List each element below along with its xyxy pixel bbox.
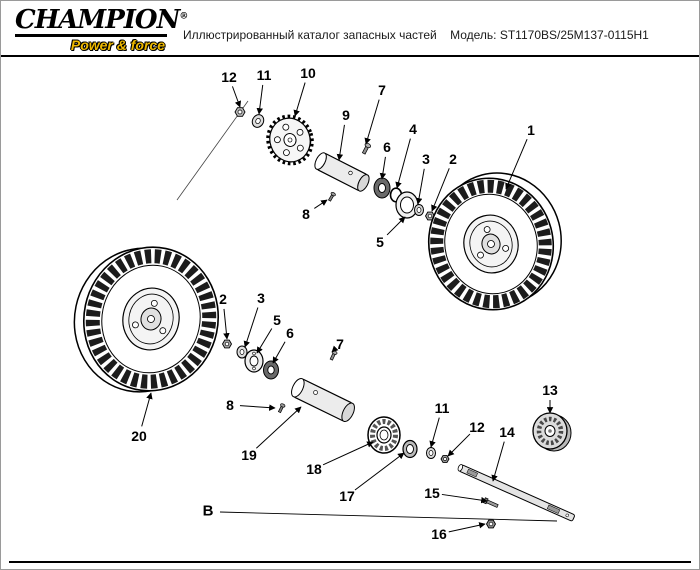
brand-logo: CHAMPION® Power & force [1,1,188,55]
callout-number: 19 [241,447,257,463]
callout-number: 13 [542,382,558,398]
callout-leader [354,452,405,491]
callout-number: 7 [336,336,344,352]
spacer-ring [414,204,424,216]
callout-leader [256,84,264,115]
page-title: Иллюстрированный каталог запасных частей… [183,1,699,55]
callout-number: 14 [499,424,515,440]
lock-bolt [277,403,286,414]
callout-number: 16 [431,526,447,542]
callout-leader [243,307,259,348]
axle-tube-upper [314,152,370,192]
catalog-title: Иллюстрированный каталог запасных частей [183,28,437,42]
upper-axle-assembly [234,107,436,221]
callout-leader [239,404,276,411]
callout-leader [331,345,339,353]
header: CHAMPION® Power & force Иллюстрированный… [1,1,699,57]
footer-rule [9,561,691,563]
callout-leader [322,441,374,466]
callout-leader [386,216,406,236]
callout-number: 2 [219,291,227,307]
callout-leader [429,417,440,448]
callout-number: 18 [306,461,322,477]
lower-axle-assembly [221,339,575,529]
callout-number: 15 [424,485,440,501]
callout-leader [314,199,328,209]
washer [251,114,265,128]
callout-leader [272,341,286,364]
callout-number: 7 [378,82,386,98]
callout-number: 11 [435,400,450,416]
callout-leader [256,328,273,354]
callout-number: 5 [376,234,384,250]
brand-name: CHAMPION® [15,7,188,37]
callout-number: 3 [257,290,265,306]
callout-number: 12 [221,69,237,85]
bearing [373,177,391,199]
callout-number: 11 [257,67,272,83]
callout-number: 4 [409,121,417,137]
axle-tube-lower [291,377,355,423]
callout-leader [379,156,387,180]
callout-leader [256,406,302,449]
flange [244,349,264,373]
drive-sprocket [266,114,314,166]
lock-bolt [327,191,336,202]
callout-number: 17 [339,488,355,504]
shear-bolt [482,497,499,508]
callout-leader [395,138,411,189]
axle-shaft [457,464,575,522]
callout-number: 6 [286,325,294,341]
callout-leader [431,168,450,212]
callout-number: 20 [131,428,147,444]
registered-mark-icon: ® [179,11,188,22]
callout-leader [448,522,486,533]
callout-leader [231,86,242,108]
lock-nut [485,519,497,529]
hex-nut [440,455,450,463]
callout-number: 1 [527,122,535,138]
callout-leader [364,99,380,145]
callout-number: 6 [383,139,391,155]
washer [236,345,248,359]
callout-number: 2 [449,151,457,167]
callout-leader [336,124,345,161]
bearing [263,360,279,380]
washer [426,447,436,459]
brand-tagline: Power & force [70,37,165,53]
collar-ring [402,439,418,459]
callout-number: 9 [342,107,350,123]
callout-leader [441,493,488,504]
callout-number: 10 [300,65,316,81]
callout-leader [293,82,306,117]
callout-leader [223,308,230,340]
callout-number: 8 [302,206,310,222]
brand-wordmark: CHAMPION [15,5,180,35]
callout-leader [491,441,505,482]
large-washer [395,191,419,219]
assembly-ref-line [219,511,558,522]
axis-line-upper [176,100,249,201]
wheel-hub [532,412,572,452]
callout-leader [505,139,528,190]
callout-number: 5 [273,312,281,328]
callout-leader [447,433,471,457]
model-number: Модель: ST1170BS/25M137-0115H1 [450,28,649,42]
grease-bolt [361,142,371,155]
callout-leader [141,392,153,427]
assembly-ref-label: B [203,503,214,520]
callout-number: 12 [469,419,485,435]
callout-number: 8 [226,397,234,413]
hex-nut [221,339,233,349]
ball-bearing [367,416,401,454]
left-wheel [73,246,220,393]
hex-nut [234,107,246,117]
right-wheel [427,172,562,311]
callout-leader [415,168,425,205]
callout-number: 3 [422,151,430,167]
